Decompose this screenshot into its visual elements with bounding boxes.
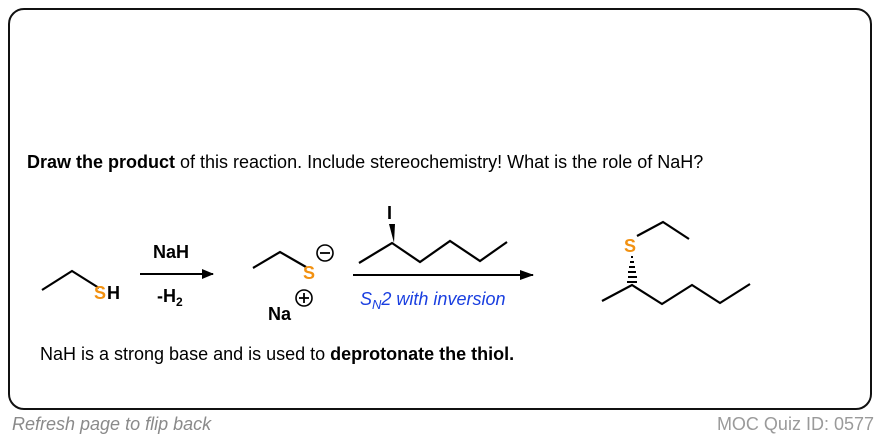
hashed-bond	[627, 256, 637, 283]
thiolate-sulfur: S	[303, 263, 315, 283]
answer-prefix: NaH is a strong base and is used to	[40, 344, 331, 364]
refresh-hint[interactable]: Refresh page to flip back	[12, 414, 212, 434]
reagent-nah: NaH	[153, 242, 189, 262]
thiol-hydrogen: H	[107, 283, 120, 303]
sodium-counterion: Na	[268, 304, 292, 324]
ethanethiol: S H	[41, 269, 120, 303]
reagent-minus-h2: -H2	[157, 286, 183, 309]
iodohexane: I	[358, 203, 508, 264]
quiz-card	[8, 8, 872, 410]
ethanethiol-bonds	[41, 269, 100, 291]
question-text: Draw the product of this reaction. Inclu…	[27, 152, 703, 173]
answer-text: NaH is a strong base and is used to depr…	[40, 344, 514, 365]
question-rest: of this reaction. Include stereochemistr…	[175, 152, 704, 172]
answer-bold: deprotonate the thiol.	[330, 344, 515, 364]
iodohexane-bonds	[358, 239, 508, 264]
iodine-atom: I	[387, 203, 392, 223]
product-chain-bonds	[601, 283, 751, 306]
product-thioether: S	[601, 220, 751, 306]
wedge-bond	[389, 224, 395, 243]
sodium-ethanethiolate: S Na	[252, 244, 334, 324]
product-sulfur: S	[624, 236, 636, 256]
thiolate-bonds	[252, 250, 307, 269]
product-ethyl-bonds	[636, 220, 690, 240]
quiz-id: MOC Quiz ID: 0577	[716, 414, 874, 434]
sn2-label: SN2 with inversion	[360, 289, 505, 312]
thiol-sulfur: S	[94, 283, 106, 303]
question-bold: Draw the product	[27, 152, 176, 172]
